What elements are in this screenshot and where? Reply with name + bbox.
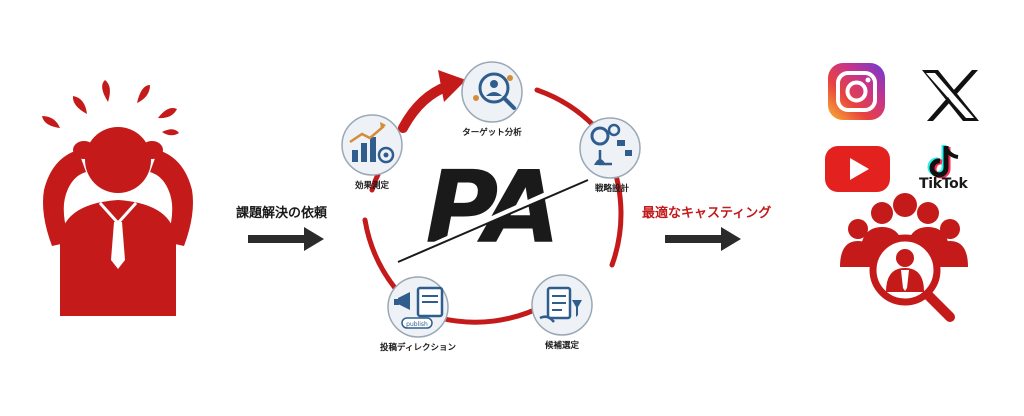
x-logo-icon: [922, 70, 979, 121]
step-label-post-direction: 投稿ディレクション: [380, 343, 456, 353]
step-label-candidate-selection: 候補選定: [544, 341, 580, 351]
candidate-selection-icon: [531, 274, 593, 336]
pa-logo-text: PA: [425, 149, 555, 266]
step-label-target-analysis: ターゲット分析: [462, 128, 522, 138]
casting-arrow: [665, 227, 741, 251]
target-analysis-icon: [461, 61, 523, 123]
strategy-design-icon: [579, 117, 641, 179]
effect-measurement-icon: [341, 114, 403, 176]
step-label-strategy-design: 戦略設計: [594, 184, 630, 194]
step-label-effect-measurement: 効果測定: [354, 181, 390, 191]
team-search-icon: [840, 193, 968, 322]
instagram-icon: [828, 63, 885, 120]
casting-label: 最適なキャスティング: [642, 206, 772, 221]
post-direction-icon: publish: [387, 276, 449, 338]
cycle-start-arrow: [398, 70, 466, 133]
stressed-person-icon: [42, 80, 193, 316]
pa-logo: PA: [397, 149, 594, 266]
tiktok-icon: [927, 145, 959, 179]
youtube-icon: [825, 146, 890, 192]
collar-and-tie: [98, 201, 138, 269]
request-label: 課題解決の依頼: [236, 206, 328, 221]
request-arrow: [248, 227, 324, 251]
publish-badge-text: publish: [406, 321, 428, 328]
tiktok-label: TikTok: [919, 176, 968, 192]
